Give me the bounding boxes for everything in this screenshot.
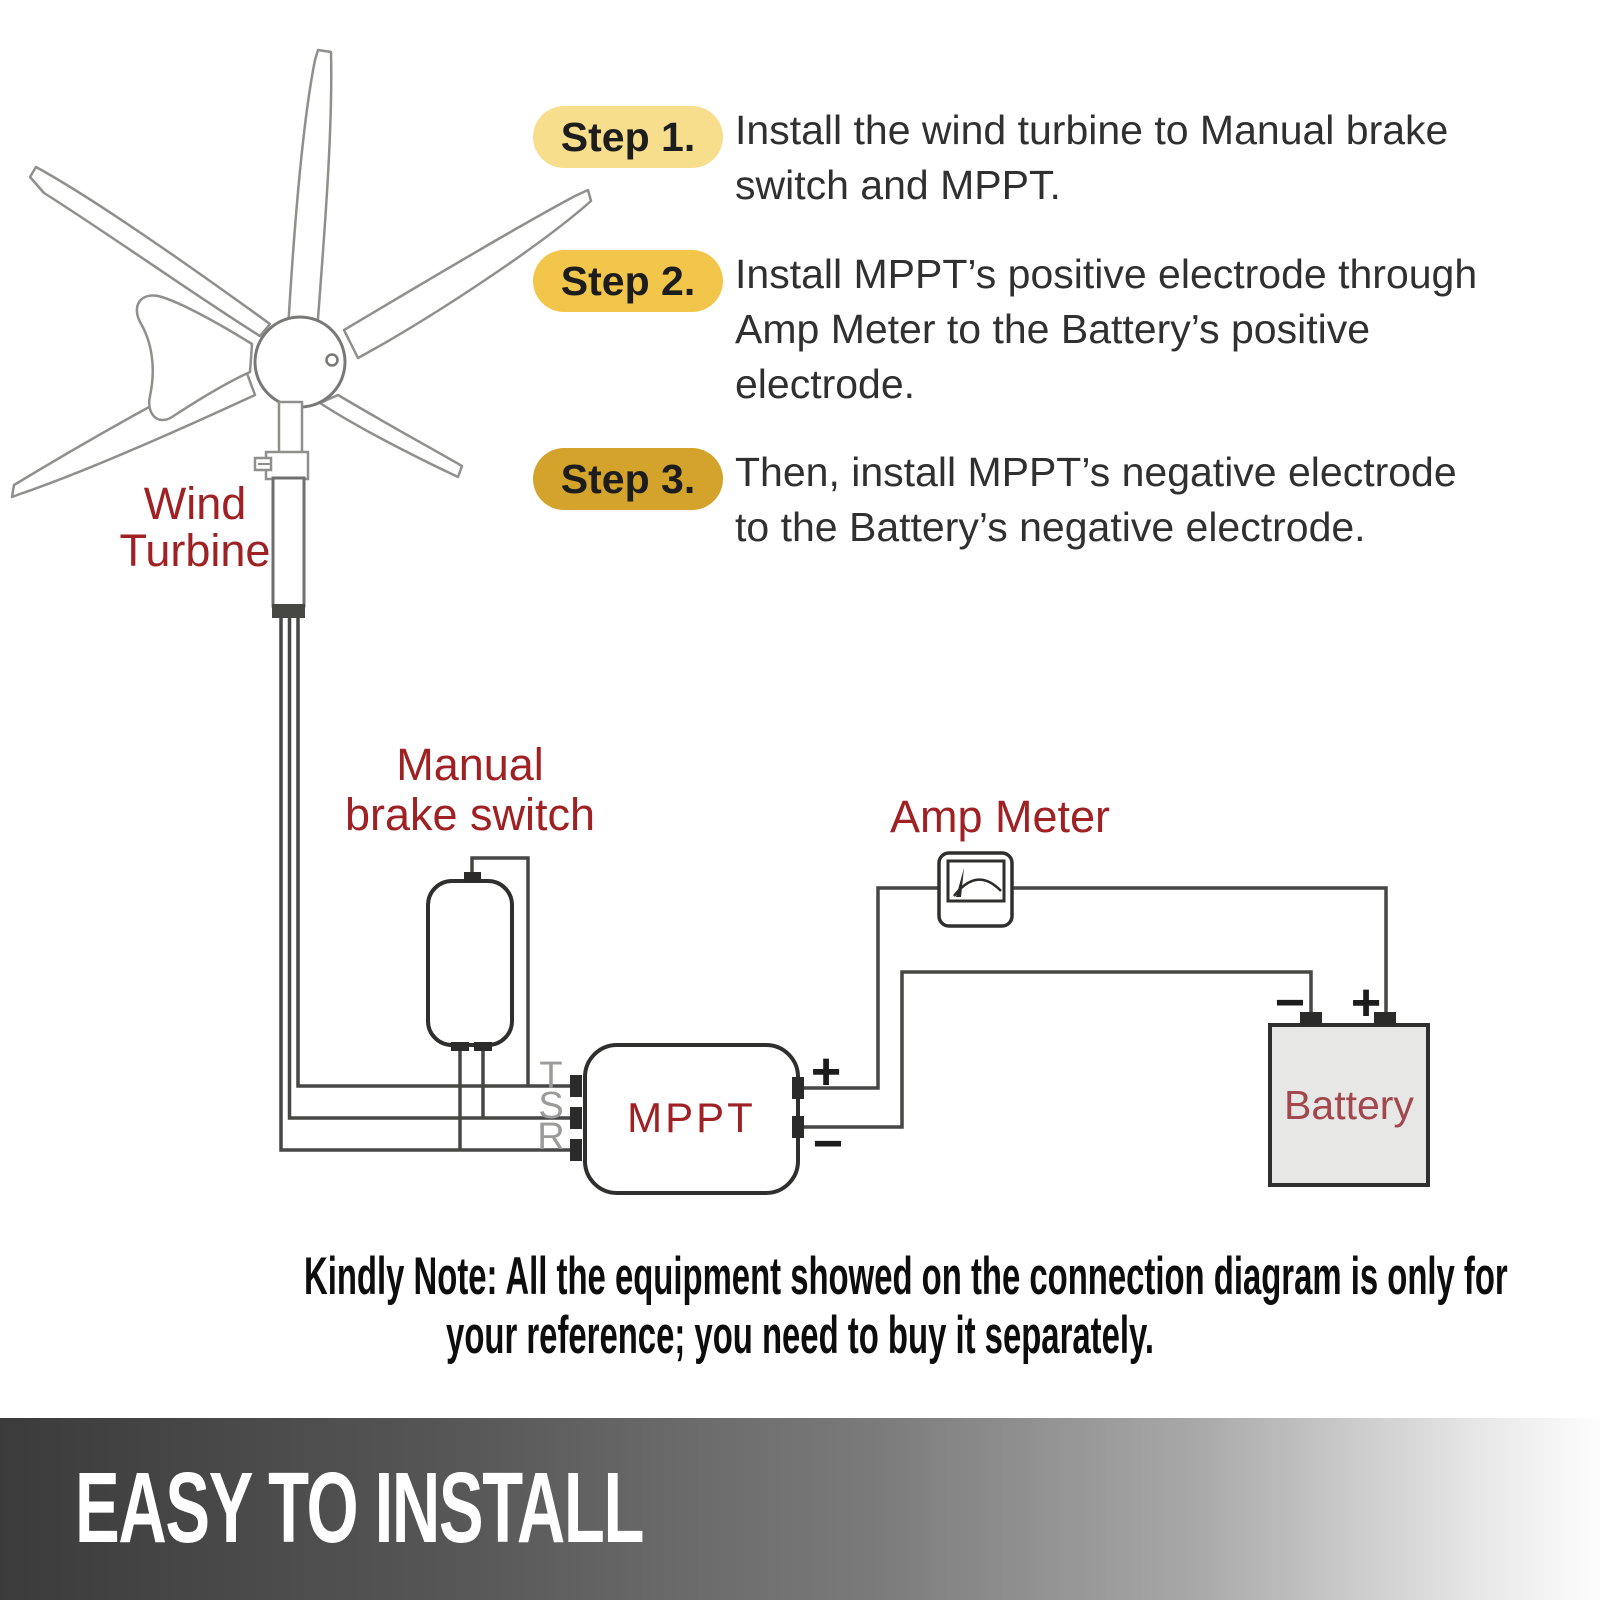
amp-meter-needle — [956, 868, 964, 897]
turbine-blade-foreshortened — [135, 294, 254, 422]
manual-brake-switch-label: Manual brake switch — [320, 740, 620, 840]
diagram-line-art — [10, 48, 1430, 1195]
brake-bottom-left-terminal — [451, 1042, 469, 1051]
mppt-input-label-s: S — [538, 1085, 564, 1127]
step2-text: Install MPPT’s positive electrode throug… — [735, 247, 1477, 412]
manual-brake-label-line1: Manual — [396, 739, 544, 790]
battery-box — [1268, 1023, 1430, 1187]
step2-line3: electrode. — [735, 361, 916, 407]
step2-badge: Step 2. — [533, 250, 723, 312]
battery-minus-sign: − — [1274, 974, 1306, 1032]
kindly-note: Kindly Note: All the equipment showed on… — [304, 1247, 1508, 1365]
step2-line1: Install MPPT’s positive electrode throug… — [735, 251, 1478, 297]
step3-line2: to the Battery’s negative electrode. — [735, 504, 1366, 550]
battery-terminal-plus — [1374, 1012, 1396, 1025]
wind-turbine-label-line1: Wind — [143, 478, 247, 529]
turbine-blade-upper-right — [342, 188, 593, 360]
turbine-pole-cap — [272, 604, 305, 618]
turbine-hub-bolt — [325, 353, 339, 367]
step1-text: Install the wind turbine to Manual brake… — [735, 103, 1448, 213]
kindly-note-line1: Kindly Note: All the equipment showed on… — [304, 1247, 1508, 1306]
turbine-neck — [277, 400, 304, 456]
battery-terminal-minus — [1300, 1012, 1322, 1025]
step3-badge-label: Step 3. — [560, 455, 696, 502]
step1-line1: Install the wind turbine to Manual brake — [735, 107, 1449, 153]
mppt-terminal-t — [570, 1075, 582, 1097]
wire-mppt-minus — [798, 970, 1313, 1129]
mppt-terminal-minus — [792, 1116, 804, 1138]
wire-brake-top-loop — [470, 856, 530, 1086]
turbine-clamp — [264, 450, 310, 481]
battery-label: Battery — [1284, 1082, 1414, 1128]
wire-turbine-s — [287, 616, 572, 1120]
bottom-banner: EASY TO INSTALL — [0, 1418, 1600, 1600]
mppt-terminal-plus — [792, 1077, 804, 1099]
banner-title: EASY TO INSTALL — [75, 1452, 644, 1564]
step2-line2: Amp Meter to the Battery’s positive — [735, 306, 1371, 352]
amp-meter-label: Amp Meter — [889, 791, 1111, 842]
mppt-input-label-r: R — [537, 1116, 565, 1158]
mppt-input-label-t: T — [539, 1055, 563, 1097]
step2-badge-label: Step 2. — [560, 257, 696, 304]
mppt-terminal-s — [570, 1107, 582, 1129]
step1-badge: Step 1. — [533, 106, 723, 168]
step3-badge: Step 3. — [533, 448, 723, 510]
step1-badge-label: Step 1. — [560, 113, 696, 160]
turbine-blade-upper-left — [28, 165, 272, 338]
wind-turbine-label: Wind Turbine — [85, 480, 305, 574]
wire-turbine-r — [279, 616, 572, 1152]
mppt-plus-sign: + — [810, 1043, 842, 1101]
wire-meter-to-battery — [1011, 886, 1388, 1014]
brake-top-terminal — [464, 872, 481, 882]
step1-line2: switch and MPPT. — [735, 162, 1061, 208]
wire-turbine-t — [296, 616, 572, 1088]
mppt-label: MPPT — [627, 1094, 756, 1141]
brake-switch-box — [426, 879, 514, 1047]
kindly-note-line2: your reference; you need to buy it separ… — [446, 1306, 1154, 1365]
manual-brake-label-line2: brake switch — [344, 789, 596, 840]
mppt-terminal-r — [570, 1139, 582, 1161]
step3-line1: Then, install MPPT’s negative electrode — [735, 449, 1457, 495]
brake-bottom-right-terminal — [474, 1042, 492, 1051]
turbine-blade-lower-right — [318, 393, 464, 479]
turbine-blade-top — [286, 48, 333, 334]
turbine-pole — [271, 476, 306, 608]
step3-text: Then, install MPPT’s negative electrode … — [735, 445, 1457, 555]
wire-mppt-plus — [798, 886, 939, 1090]
battery-plus-sign: + — [1350, 974, 1382, 1032]
wind-turbine-label-line2: Turbine — [119, 525, 271, 576]
mppt-minus-sign: − — [812, 1115, 844, 1173]
